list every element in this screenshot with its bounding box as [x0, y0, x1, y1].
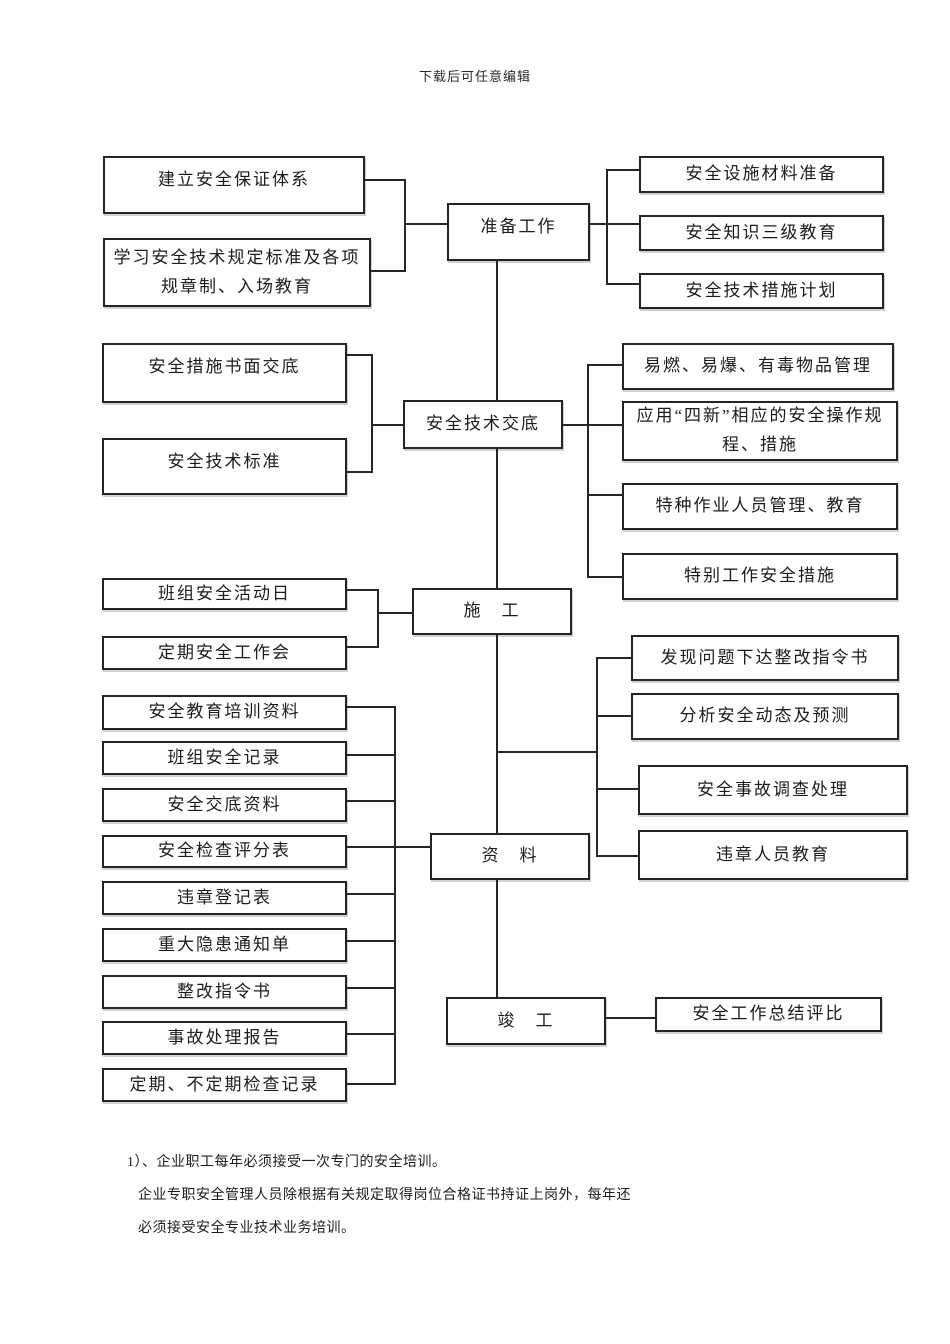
- flow-box-safety-meeting: 定期安全工作会: [102, 636, 347, 670]
- flow-box-safety-work-summary: 安全工作总结评比: [655, 997, 882, 1032]
- connector-line: [347, 706, 395, 708]
- connector-line: [588, 364, 622, 366]
- connector-line: [405, 223, 447, 225]
- connector-line: [377, 589, 379, 648]
- header-note: 下载后可任意编辑: [418, 69, 531, 84]
- connector-line: [347, 846, 430, 848]
- connector-line: [597, 715, 631, 717]
- flow-box-technical-measures-plan: 安全技术措施计划: [639, 273, 884, 309]
- flow-box-special-work-measures: 特别工作安全措施: [622, 553, 898, 600]
- flow-box-major-hazard-notice: 重大隐患通知单: [102, 928, 347, 962]
- flow-box-learn-standards: 学习安全技术规定标准及各项规章制、入场教育: [103, 238, 371, 307]
- connector-line: [347, 1033, 395, 1035]
- connector-line: [347, 754, 395, 756]
- footer-line-1: 1）、企业职工每年必须接受一次专门的安全培训。: [127, 1155, 447, 1170]
- flow-box-inspection-score-sheet: 安全检查评分表: [102, 835, 347, 868]
- flow-box-violation-register: 违章登记表: [102, 881, 347, 915]
- footer-line-2: 企业专职安全管理人员除根据有关规定取得岗位合格证书持证上岗外，每年还: [138, 1188, 631, 1203]
- flow-box-team-activity-day: 班组安全活动日: [102, 578, 347, 610]
- flow-box-written-disclosure: 安全措施书面交底: [102, 343, 347, 403]
- connector-trunk: [496, 449, 498, 588]
- flow-stage-prepare-work: 准备工作: [447, 203, 590, 261]
- flow-stage-data: 资 料: [430, 833, 590, 880]
- connector-line: [347, 987, 395, 989]
- flow-box-training-materials: 安全教育培训资料: [102, 695, 347, 730]
- flow-box-hazardous-materials: 易燃、易爆、有毒物品管理: [622, 343, 894, 390]
- connector-line: [347, 354, 372, 356]
- connector-line: [587, 364, 589, 578]
- connector-trunk: [496, 880, 498, 997]
- connector-line: [597, 657, 631, 659]
- flow-stage-technical-disclosure: 安全技术交底: [403, 400, 563, 449]
- connector-line: [404, 179, 406, 272]
- flow-box-four-new-procedures: 应用“四新”相应的安全操作规程、措施: [622, 401, 898, 461]
- connector-line: [497, 751, 597, 753]
- flow-box-technical-standards: 安全技术标准: [102, 438, 347, 495]
- connector-line: [590, 223, 639, 225]
- connector-line: [607, 283, 639, 285]
- connector-line: [588, 576, 622, 578]
- connector-line: [394, 706, 396, 1085]
- flow-box-accident-investigation: 安全事故调查处理: [638, 765, 908, 815]
- connector-line: [597, 855, 639, 857]
- flow-box-inspection-records: 定期、不定期检查记录: [102, 1068, 347, 1102]
- connector-line: [347, 940, 395, 942]
- flow-box-team-safety-records: 班组安全记录: [102, 741, 347, 775]
- flow-box-establish-safety-system: 建立安全保证体系: [103, 156, 365, 214]
- connector-line: [597, 788, 638, 790]
- flow-box-three-level-education: 安全知识三级教育: [639, 215, 884, 251]
- flow-stage-construction: 施 工: [412, 588, 572, 635]
- connector-line: [347, 471, 372, 473]
- flow-box-violator-education: 违章人员教育: [638, 830, 908, 880]
- flow-box-facility-materials: 安全设施材料准备: [639, 156, 884, 193]
- connector-line: [372, 424, 403, 426]
- connector-line: [347, 893, 395, 895]
- flow-stage-completion: 竣 工: [446, 997, 606, 1045]
- connector-line: [347, 800, 395, 802]
- connector-line: [347, 589, 378, 591]
- connector-line: [606, 1017, 655, 1019]
- connector-line: [371, 354, 373, 473]
- flow-box-special-workers: 特种作业人员管理、教育: [622, 483, 898, 530]
- connector-trunk: [496, 261, 498, 400]
- connector-line: [371, 270, 405, 272]
- connector-line: [347, 646, 378, 648]
- connector-line: [563, 424, 622, 426]
- flow-box-disclosure-files: 安全交底资料: [102, 788, 347, 822]
- connector-trunk: [496, 635, 498, 833]
- connector-line: [606, 169, 608, 285]
- flow-box-analyze-safety-trends: 分析安全动态及预测: [631, 693, 899, 740]
- footer-line-3: 必须接受安全专业技术业务培训。: [138, 1221, 356, 1236]
- footer-paragraph: 1）、企业职工每年必须接受一次专门的安全培训。 企业专职安全管理人员除根据有关规…: [127, 1146, 838, 1245]
- connector-line: [347, 1083, 395, 1085]
- flow-box-rectification-order: 整改指令书: [102, 975, 347, 1009]
- connector-line: [378, 612, 412, 614]
- connector-line: [588, 494, 622, 496]
- flow-box-issue-rectification-order: 发现问题下达整改指令书: [631, 635, 899, 681]
- connector-line: [365, 179, 405, 181]
- flow-box-accident-report: 事故处理报告: [102, 1021, 347, 1055]
- connector-line: [607, 169, 639, 171]
- connector-line: [596, 657, 598, 857]
